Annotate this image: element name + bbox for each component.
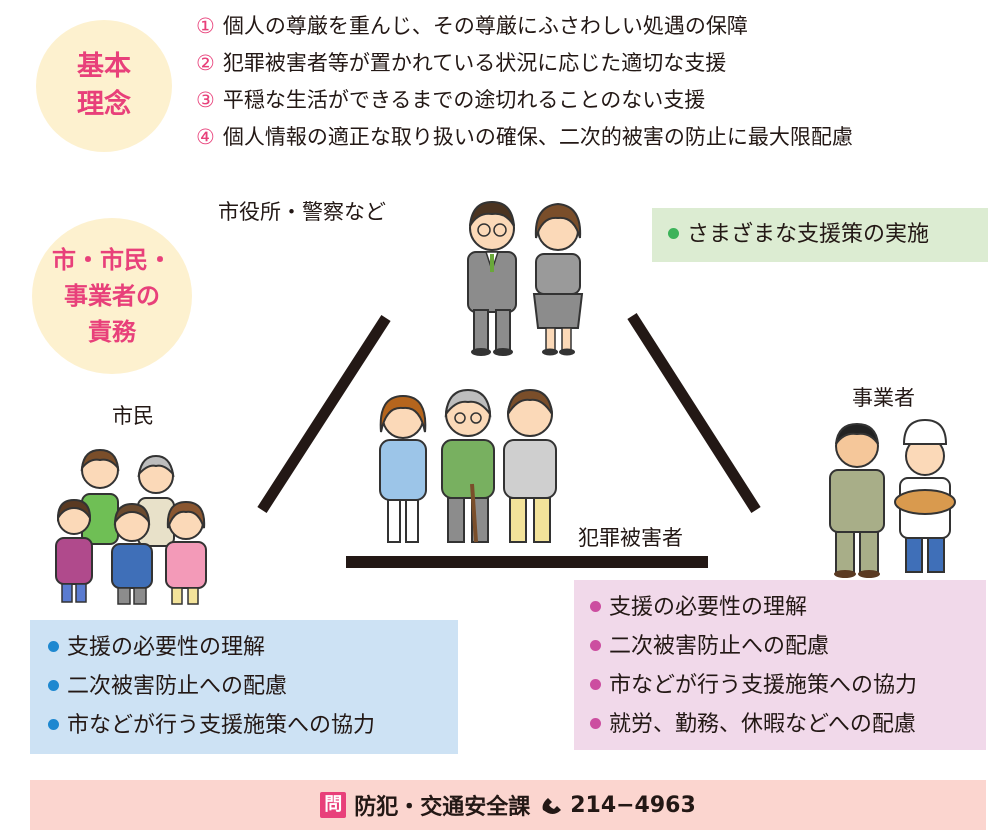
official-woman-figure xyxy=(532,202,584,356)
basic-principles-label-1: 基本 xyxy=(77,51,131,82)
business-baker-figure xyxy=(894,418,956,573)
principle-item: ② 犯罪被害者等が置かれている状況に応じた適切な支援 xyxy=(196,45,853,82)
principle-number: ④ xyxy=(196,125,215,149)
citizen-duty-item: 市などが行う支援施策への協力 xyxy=(30,706,458,745)
principle-text: 平穏な生活ができるまでの途切れることのない支援 xyxy=(222,88,706,112)
bullet-dot xyxy=(590,600,601,612)
business-duty-text: 就労、勤務、休暇などへの配慮 xyxy=(609,712,916,737)
duties-label-1: 市・市民・ xyxy=(52,246,172,274)
bullet-dot xyxy=(48,640,59,652)
principles-list: ① 個人の尊厳を重んじ、その尊厳にふさわしい処遇の保障 ② 犯罪被害者等が置かれてい… xyxy=(196,8,853,156)
bullet-dot xyxy=(590,717,601,729)
victims-illustration xyxy=(379,388,557,543)
contact-phone: 214−4963 xyxy=(570,792,696,818)
bullet-dot xyxy=(48,718,59,730)
victims-label: 犯罪被害者 xyxy=(578,526,683,550)
inquiry-badge: 問 xyxy=(320,792,347,818)
business-duty-item: 二次被害防止への配慮 xyxy=(574,627,986,666)
bullet-dot xyxy=(48,679,59,691)
business-duties-box: 支援の必要性の理解 二次被害防止への配慮 市などが行う支援施策への協力 就労、勤… xyxy=(574,580,986,750)
victim-elder-figure xyxy=(441,388,495,543)
citizen-family-figures xyxy=(55,448,207,605)
duties-label-2: 事業者の xyxy=(64,282,160,310)
citizens-illustration xyxy=(55,448,207,605)
principle-text: 個人情報の適正な取り扱いの確保、二次的被害の防止に最大限配慮 xyxy=(222,125,853,149)
triangle-left-edge xyxy=(257,315,391,513)
basic-principles-label-2: 理念 xyxy=(77,89,131,120)
citizen-duties-box: 支援の必要性の理解 二次被害防止への配慮 市などが行う支援施策への協力 xyxy=(30,620,458,754)
phone-icon xyxy=(542,798,562,814)
basic-principles-badge: 基本 理念 xyxy=(36,20,172,152)
principle-number: ③ xyxy=(196,88,215,112)
business-duty-item: 就労、勤務、休暇などへの配慮 xyxy=(574,705,986,744)
business-duty-text: 市などが行う支援施策への協力 xyxy=(609,673,918,698)
business-illustration xyxy=(829,418,956,578)
city-officials-illustration xyxy=(467,200,584,356)
business-duty-text: 支援の必要性の理解 xyxy=(609,595,808,620)
business-label: 事業者 xyxy=(852,386,915,410)
duties-badge: 市・市民・ 事業者の 責務 xyxy=(32,218,192,374)
victim-man-figure xyxy=(503,388,557,543)
city-duties-box: さまざまな支援策の実施 xyxy=(652,208,988,262)
triangle-right-edge xyxy=(627,313,761,513)
business-duty-item: 支援の必要性の理解 xyxy=(574,588,986,627)
business-duty-text: 二次被害防止への配慮 xyxy=(609,634,830,659)
business-duty-item: 市などが行う支援施策への協力 xyxy=(574,666,986,705)
contact-bar: 問 防犯・交通安全課 214−4963 xyxy=(30,780,986,830)
city-police-label: 市役所・警察など xyxy=(218,200,386,224)
principle-item: ③ 平穏な生活ができるまでの途切れることのない支援 xyxy=(196,82,853,119)
citizen-duty-text: 市などが行う支援施策への協力 xyxy=(67,713,376,738)
principle-text: 個人の尊厳を重んじ、その尊厳にふさわしい処遇の保障 xyxy=(222,14,748,38)
city-duty-item: さまざまな支援策の実施 xyxy=(652,208,988,262)
citizen-duty-text: 支援の必要性の理解 xyxy=(67,635,266,660)
bullet-dot xyxy=(590,678,601,690)
principle-item: ① 個人の尊厳を重んじ、その尊厳にふさわしい処遇の保障 xyxy=(196,8,853,45)
principle-text: 犯罪被害者等が置かれている状況に応じた適切な支援 xyxy=(222,51,727,75)
principle-number: ② xyxy=(196,51,215,75)
victim-woman-figure xyxy=(379,394,427,543)
contact-department: 防犯・交通安全課 xyxy=(354,795,531,820)
business-worker-figure xyxy=(829,422,885,578)
city-duty-text: さまざまな支援策の実施 xyxy=(687,222,930,247)
principle-item: ④ 個人情報の適正な取り扱いの確保、二次的被害の防止に最大限配慮 xyxy=(196,119,853,156)
citizen-duty-text: 二次被害防止への配慮 xyxy=(67,674,288,699)
duties-label-3: 責務 xyxy=(88,318,136,346)
bullet-dot xyxy=(590,639,601,651)
official-man-figure xyxy=(467,200,517,356)
bullet-dot xyxy=(668,227,679,239)
principle-number: ① xyxy=(196,14,215,38)
citizen-duty-item: 二次被害防止への配慮 xyxy=(30,667,458,706)
citizens-label: 市民 xyxy=(112,404,154,428)
citizen-duty-item: 支援の必要性の理解 xyxy=(30,628,458,667)
